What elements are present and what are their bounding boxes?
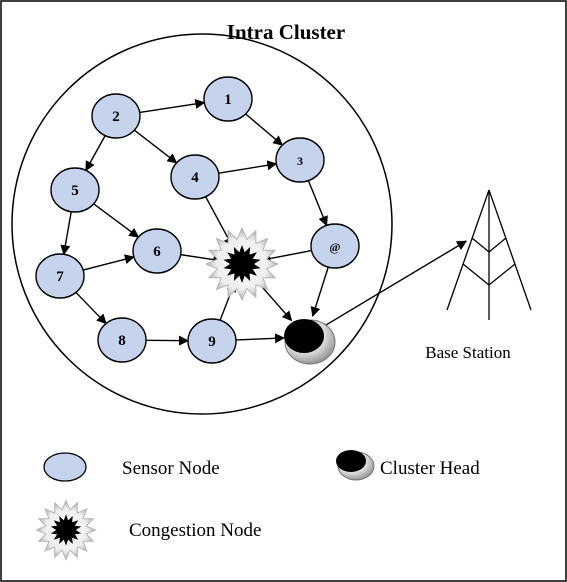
legend-congestion-label: Congestion Node — [129, 520, 261, 541]
tower-strut — [488, 263, 516, 286]
sensor-node-label: 5 — [71, 183, 79, 199]
sensor-node-6: 6 — [132, 228, 182, 274]
edge-n2-to-n1 — [139, 99, 206, 114]
congestion-core — [223, 245, 261, 283]
edge-n1-to-n3 — [245, 113, 284, 146]
tower-right-leg — [488, 189, 532, 311]
base-station-label: Base Station — [425, 343, 511, 362]
sensor-node-label: 8 — [118, 333, 126, 349]
base-station-tower — [446, 189, 532, 320]
sensor-node-label: 3 — [297, 154, 303, 168]
edge-nat-to-congestion — [260, 249, 312, 264]
legend-cluster-head-icon — [336, 450, 366, 472]
sensor-node-shape — [50, 167, 100, 213]
edge-n7-to-n6 — [82, 254, 135, 271]
edge-cluster_head-to-base_station — [324, 240, 467, 327]
sensor-node-5: 5 — [50, 167, 100, 213]
sensor-node-shape — [97, 317, 147, 363]
cluster-head-core — [284, 319, 324, 353]
sensor-node-3: 3 — [275, 137, 325, 183]
sensor-node-1: 1 — [203, 76, 253, 122]
sensor-nodes-layer: 2 1 5 4 3 6 7 @8 9 — [35, 76, 360, 364]
cluster-boundary — [11, 33, 393, 415]
legend-congestion-core — [50, 514, 82, 546]
sensor-node-8: 8 — [97, 317, 147, 363]
sensor-node-shape — [203, 76, 253, 122]
sensor-node-shape — [275, 137, 325, 183]
diagram-title: Intra Cluster — [227, 20, 345, 44]
legend-sensor-icon — [43, 452, 87, 482]
tower-strut — [471, 237, 490, 253]
sensor-node-label: 9 — [208, 334, 216, 350]
edge-nat-to-cluster_head — [310, 266, 329, 317]
sensor-node-4: 4 — [170, 154, 220, 200]
sensor-node-shape — [187, 318, 237, 364]
edge-n5-to-n6 — [93, 203, 140, 238]
sensor-node-7: 7 — [35, 253, 85, 299]
legend-cluster-head-label: Cluster Head — [380, 458, 480, 479]
edge-n3-to-nat — [307, 180, 328, 227]
sensor-node-label: @ — [329, 240, 340, 254]
sensor-node-shape — [91, 93, 141, 139]
edge-n9-to-cluster_head — [235, 333, 286, 344]
sensor-node-shape — [132, 228, 182, 274]
sensor-node-label: 7 — [56, 269, 64, 285]
congestion-node — [204, 226, 280, 302]
sensor-node-shape — [170, 154, 220, 200]
edge-n5-to-n7 — [60, 211, 72, 256]
tower-strut — [462, 263, 490, 286]
sensor-node-label: 2 — [112, 109, 120, 125]
sensor-node-shape — [35, 253, 85, 299]
edge-n2-to-n4 — [133, 129, 178, 164]
tower-strut — [488, 237, 507, 253]
edge-n4-to-n3 — [218, 160, 278, 174]
edge-n7-to-n8 — [75, 291, 107, 325]
edge-n2-to-n5 — [85, 135, 106, 172]
sensor-node-label: 1 — [224, 92, 232, 108]
sensor-node-shape — [310, 223, 360, 269]
legend-congestion-icon — [35, 499, 97, 561]
cluster-head-node — [284, 319, 336, 365]
sensor-node-label: 4 — [191, 170, 199, 186]
sensor-node-9: 9 — [187, 318, 237, 364]
tower-left-leg — [446, 189, 490, 311]
legend: Sensor Node Cluster Head Congestion Node — [35, 450, 480, 561]
sensor-node-label: 6 — [153, 244, 161, 260]
sensor-node-@: @ — [310, 223, 360, 269]
sensor-node-2: 2 — [91, 93, 141, 139]
legend-sensor-label: Sensor Node — [122, 458, 220, 479]
